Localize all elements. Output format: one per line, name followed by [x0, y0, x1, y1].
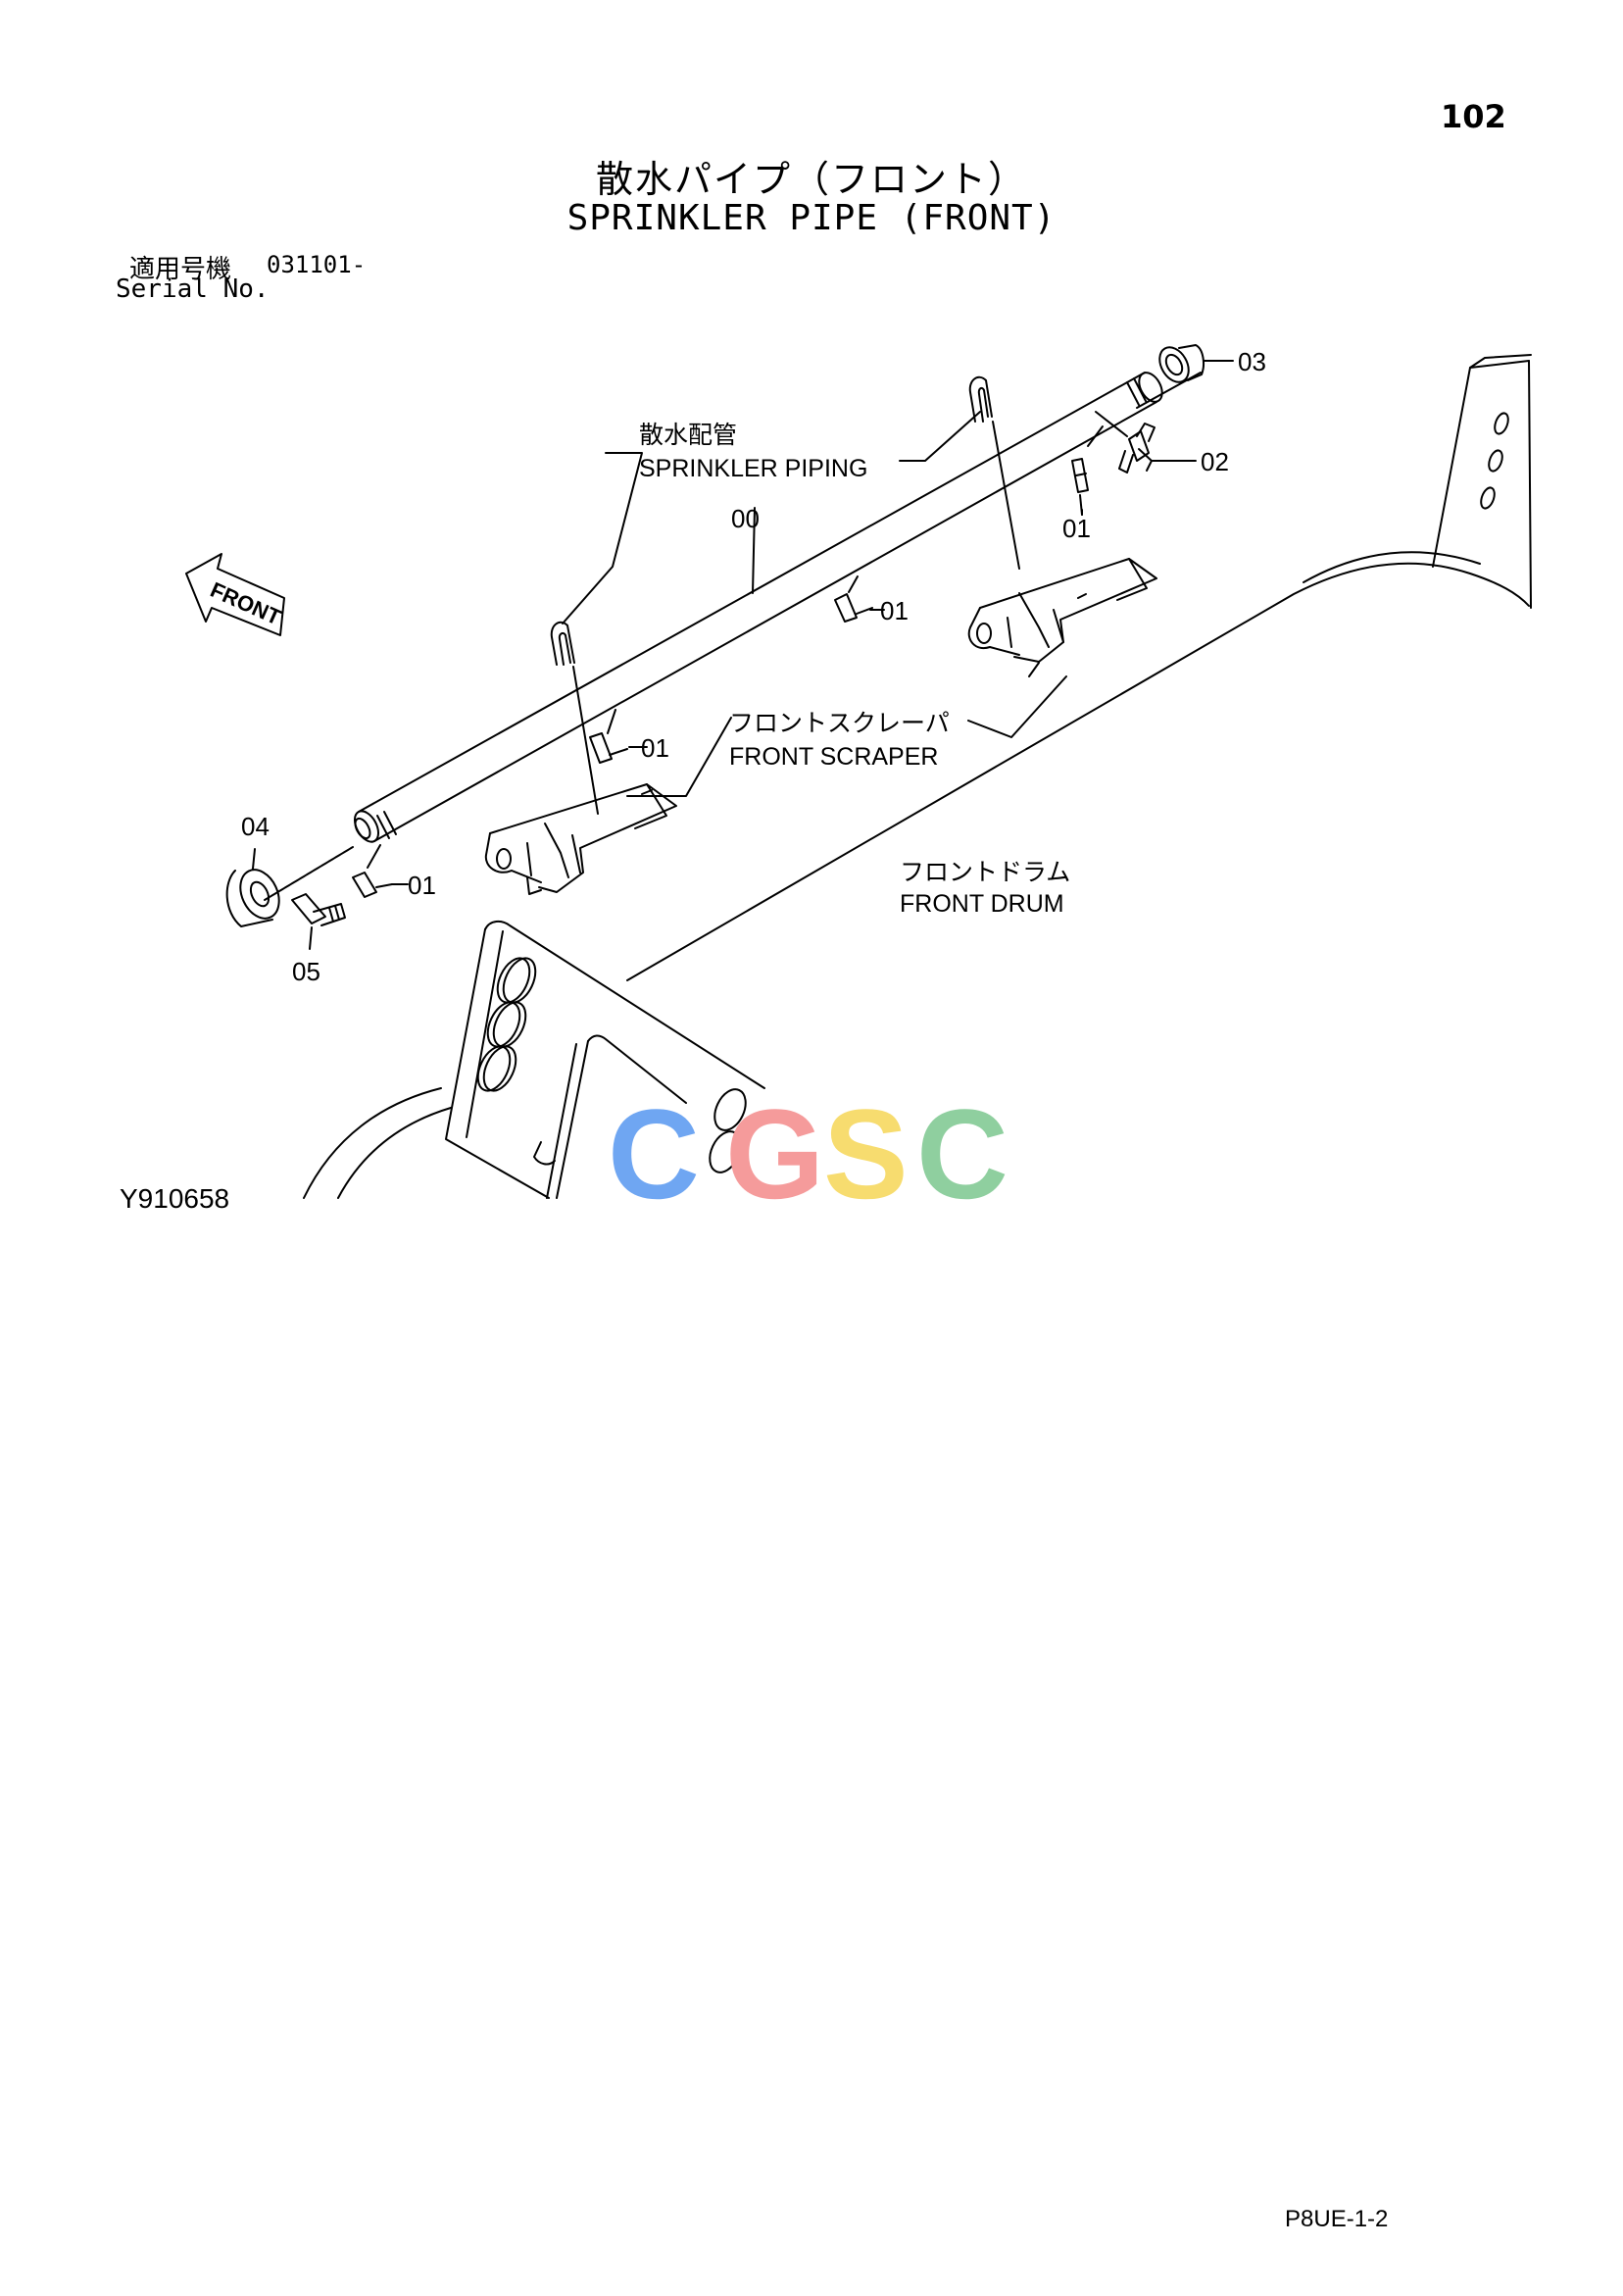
part-number-01-a: 01 — [1062, 514, 1091, 543]
watermark-letter-g: G — [725, 1082, 824, 1225]
footer-code: P8UE-1-2 — [1285, 2206, 1389, 2232]
cap-part-03 — [1158, 344, 1234, 383]
leader-lines — [391, 411, 1083, 885]
part-number-04: 04 — [241, 812, 270, 841]
part-number-01-c: 01 — [641, 733, 669, 763]
grease-nipple-01-c — [589, 709, 628, 764]
front-drum — [303, 551, 1530, 1199]
right-frame — [1432, 354, 1532, 609]
front-drum-label-jp: フロントドラム — [900, 859, 1070, 886]
part-number-03: 03 — [1238, 347, 1266, 376]
serial-range: 031101- — [267, 251, 367, 278]
drawing-id: Y910658 — [120, 1183, 230, 1214]
grease-nipple-01-a — [1071, 458, 1089, 516]
elbow-part-04 — [225, 848, 280, 927]
drum-side-plate — [445, 920, 765, 1199]
part-number-00: 00 — [731, 504, 760, 533]
serial-label-jp: 適用号機 — [129, 255, 232, 284]
page-title-jp: 散水パイプ（フロント） — [595, 158, 1027, 201]
nipple-part-05 — [291, 893, 346, 950]
u-bolt-left — [550, 621, 599, 815]
part-number-02: 02 — [1201, 447, 1229, 476]
part-number-01-b: 01 — [880, 596, 909, 625]
page-title-en: SPRINKLER PIPE (FRONT) — [566, 198, 1057, 238]
scraper-bracket-right — [967, 558, 1157, 677]
part-number-01-d: 01 — [408, 871, 436, 900]
watermark-letter-c2: C — [916, 1082, 1008, 1225]
sprinkler-piping-label-jp: 散水配管 — [639, 422, 737, 449]
front-drum-label-en: FRONT DRUM — [900, 890, 1064, 918]
sprinkler-piping-label-en: SPRINKLER PIPING — [639, 455, 867, 482]
page-number: 102 — [1441, 98, 1506, 135]
part-number-05: 05 — [292, 957, 320, 986]
grease-nipple-01-d — [352, 844, 393, 898]
front-scraper-label-jp: フロントスクレーパ — [729, 710, 950, 737]
front-scraper-label-en: FRONT SCRAPER — [729, 743, 938, 771]
watermark: C G S C — [608, 1082, 1008, 1225]
watermark-letter-c: C — [608, 1082, 700, 1225]
watermark-letter-s: S — [823, 1082, 909, 1225]
front-arrow — [185, 553, 285, 636]
serial-label-en: Serial No. — [116, 275, 270, 304]
u-bolt-right — [968, 375, 1020, 570]
fitting-part-02 — [1095, 411, 1197, 474]
scraper-bracket-left — [484, 783, 677, 895]
grease-nipple-01-b — [834, 575, 873, 623]
